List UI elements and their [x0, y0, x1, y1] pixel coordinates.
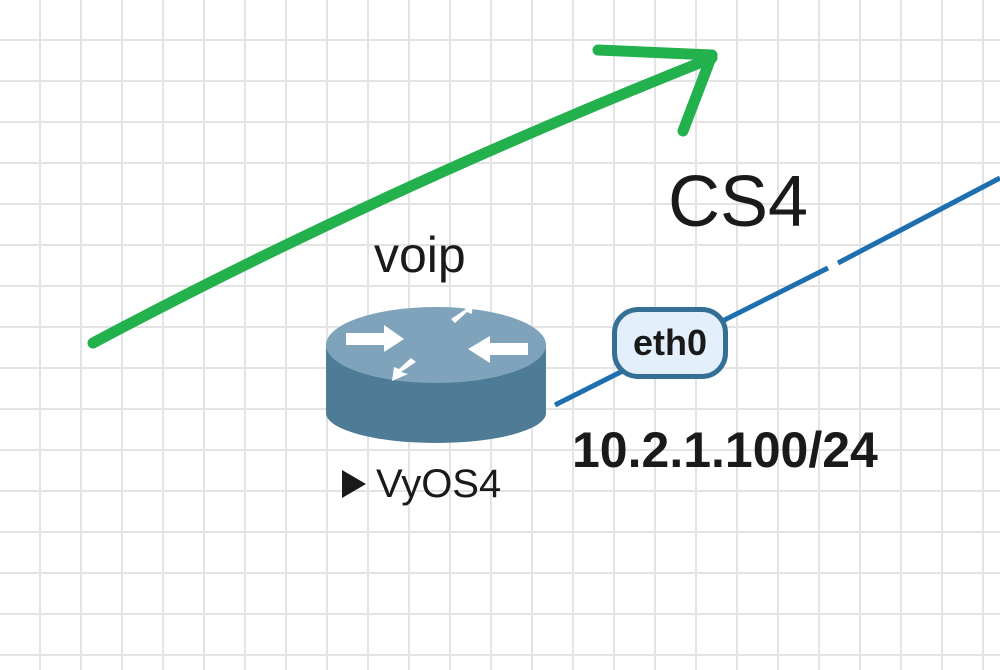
- router-arrows-icon: [346, 300, 528, 381]
- annotation-arrow: [87, 44, 718, 349]
- node-name-row[interactable]: VyOS4: [342, 464, 501, 504]
- play-icon[interactable]: [342, 470, 366, 498]
- node-role-label: voip: [374, 227, 466, 283]
- ip-address-label: 10.2.1.100/24: [572, 422, 878, 478]
- interface-badge[interactable]: eth0: [612, 307, 728, 379]
- interface-label: eth0: [632, 322, 708, 363]
- node-name: VyOS4: [376, 462, 502, 506]
- router-icon[interactable]: [326, 300, 546, 443]
- class-label: CS4: [668, 162, 809, 242]
